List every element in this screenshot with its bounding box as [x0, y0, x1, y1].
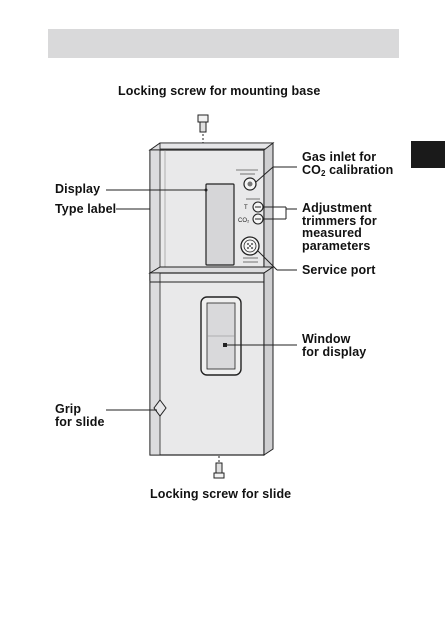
display-screen	[205, 183, 235, 266]
label-service-port: Service port	[302, 263, 376, 277]
label-type-label: Type label	[55, 202, 117, 216]
label-gas-inlet-line1: Gas inlet for	[302, 150, 377, 164]
label-adjustment-line3: measured	[302, 226, 362, 240]
label-adjustment-line2: trimmers for	[302, 213, 377, 228]
label-adjustment-line1: Adjustment	[302, 201, 372, 215]
slide-screw	[213, 456, 225, 479]
trimmer-co2-mark: CO₂	[238, 218, 250, 224]
label-adjustment-line4: parameters	[302, 238, 371, 253]
label-co2-suffix: calibration	[325, 163, 394, 177]
trimmer-t-mark: T	[244, 205, 248, 211]
label-locking-screw-slide: Locking screw for slide	[150, 487, 292, 501]
label-co2-sub: 2	[320, 169, 326, 178]
label-window-line1: Window	[302, 332, 351, 346]
label-grip: Grip for slide	[55, 403, 105, 429]
label-adjustment-trimmers: Adjustment trimmers for measured paramet…	[302, 202, 377, 252]
service-port	[240, 236, 260, 256]
trimmer-t: T	[244, 201, 264, 213]
device-text-marks	[236, 169, 260, 263]
slide-cover	[148, 266, 275, 456]
mounting-base-screw	[197, 114, 209, 146]
chapter-tab	[411, 141, 445, 168]
label-locking-screw-base: Locking screw for mounting base	[118, 84, 321, 98]
leader-lines	[106, 166, 297, 411]
slide-grip	[153, 399, 167, 417]
label-co2-prefix: CO	[302, 163, 321, 177]
header-bar	[48, 29, 399, 58]
label-grip-line1: Grip	[55, 402, 82, 416]
label-gas-inlet-line2: CO2 calibration	[302, 164, 393, 180]
label-display: Display	[55, 182, 101, 196]
label-window-line2: for display	[302, 345, 367, 359]
trimmer-co2: CO₂	[238, 213, 264, 225]
display-window	[200, 296, 242, 376]
label-grip-line2: for slide	[55, 415, 105, 429]
label-gas-inlet: Gas inlet for CO2 calibration	[302, 151, 393, 180]
gas-inlet	[243, 177, 257, 191]
label-window: Window for display	[302, 333, 366, 359]
